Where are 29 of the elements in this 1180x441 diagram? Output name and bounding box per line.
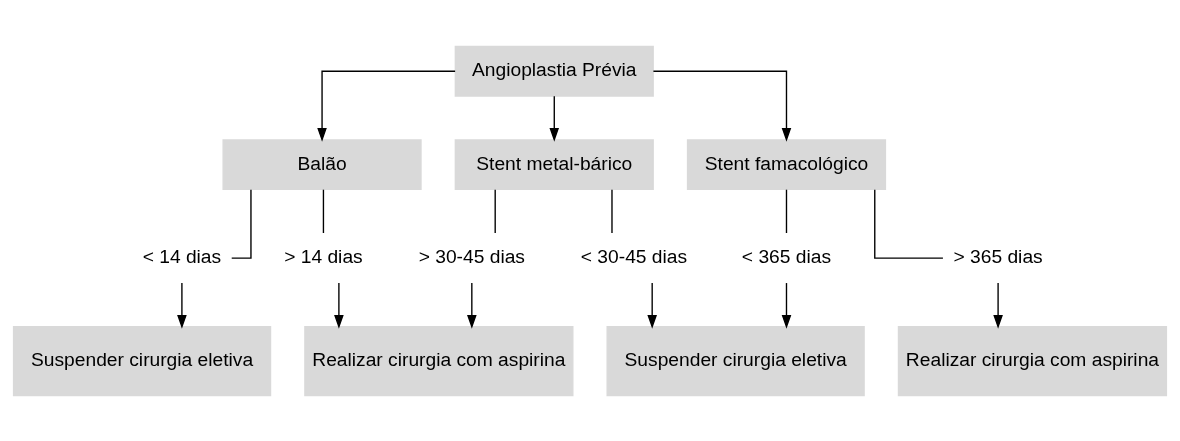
arrow <box>993 281 1003 329</box>
connector <box>874 188 944 259</box>
node-box: Stent famacológico <box>686 138 887 190</box>
connector <box>322 188 325 234</box>
node-box: Realizar cirurgia com aspirina <box>304 325 574 396</box>
arrow <box>467 281 477 329</box>
node-text: < 14 dias <box>142 245 222 267</box>
node-box: Stent metal-bárico <box>454 138 654 190</box>
node-box: Balão <box>222 138 422 190</box>
arrow <box>317 70 456 142</box>
arrow <box>652 70 792 142</box>
node-box: Realizar cirurgia com aspirina <box>897 325 1168 396</box>
arrow <box>549 95 560 142</box>
node-box: Suspender cirurgia eletiva <box>606 325 865 396</box>
connector <box>785 188 788 234</box>
arrow <box>334 281 344 329</box>
node-box: Suspender cirurgia eletiva <box>12 325 272 396</box>
node-text: > 30-45 dias <box>418 245 525 267</box>
node-box: Angioplastia Prévia <box>454 45 654 97</box>
node-text: < 365 dias <box>741 245 832 267</box>
arrow <box>177 281 187 329</box>
connector <box>611 188 613 234</box>
arrow <box>647 281 657 329</box>
node-text: > 14 dias <box>284 245 363 267</box>
node-text: < 30-45 dias <box>580 245 688 267</box>
node-text: > 365 dias <box>953 245 1043 267</box>
arrow <box>781 281 792 329</box>
connector <box>494 188 496 234</box>
connector <box>231 188 252 259</box>
